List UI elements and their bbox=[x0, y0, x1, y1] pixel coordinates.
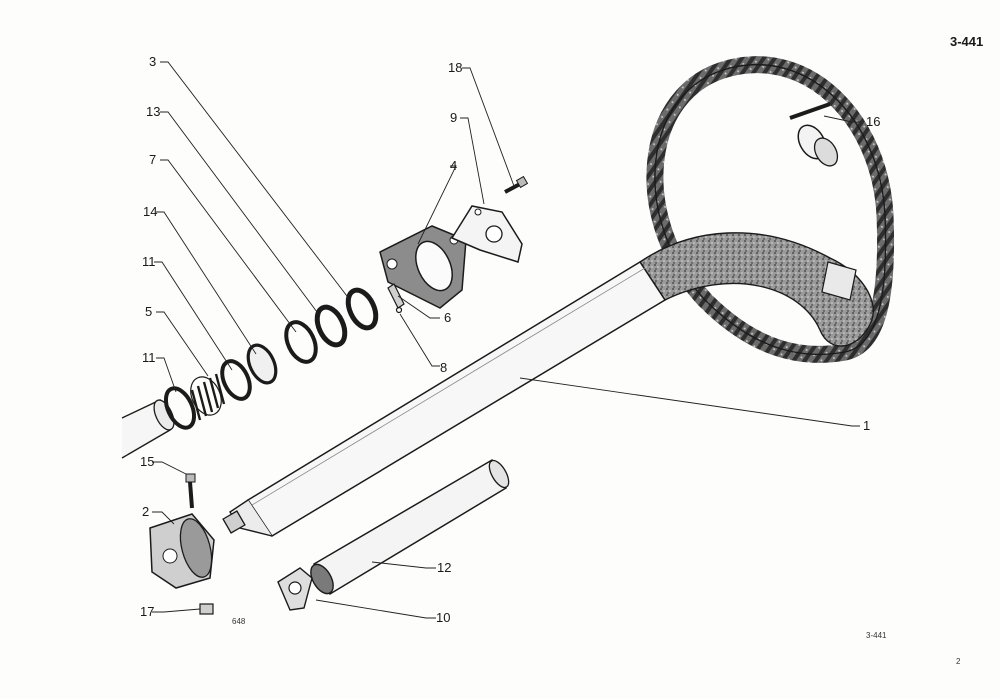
callout-11-lower: 11 bbox=[142, 350, 156, 365]
callout-1: 1 bbox=[863, 418, 870, 433]
callout-6: 6 bbox=[444, 310, 451, 325]
spring-part bbox=[190, 373, 226, 421]
bracket-plate bbox=[450, 205, 523, 263]
callout-11-upper: 11 bbox=[142, 254, 156, 269]
sheet-code-bottom: 3-441 bbox=[866, 631, 887, 640]
callout-8: 8 bbox=[440, 360, 447, 375]
flange-plate bbox=[379, 225, 467, 309]
callout-15: 15 bbox=[140, 454, 154, 469]
callout-labels: 1 2 3 4 5 6 7 8 9 10 11 11 12 13 14 15 1… bbox=[140, 54, 880, 625]
callout-7: 7 bbox=[149, 152, 156, 167]
pin-part bbox=[387, 283, 405, 314]
callout-12: 12 bbox=[437, 560, 451, 575]
clamp-part bbox=[277, 567, 313, 611]
ring-stack bbox=[163, 287, 379, 430]
nut-part bbox=[199, 603, 214, 615]
callout-5: 5 bbox=[145, 304, 152, 319]
leader-lines bbox=[152, 61, 860, 619]
steering-shaft bbox=[222, 260, 667, 538]
callout-16: 16 bbox=[866, 114, 880, 129]
callout-13: 13 bbox=[146, 104, 160, 119]
lower-tube-stub bbox=[121, 399, 175, 459]
callout-17: 17 bbox=[140, 604, 154, 619]
callout-10: 10 bbox=[436, 610, 450, 625]
sheet-code-top: 3-441 bbox=[950, 34, 983, 49]
bolt-vertical bbox=[185, 473, 196, 509]
callout-2: 2 bbox=[142, 504, 149, 519]
housing-part bbox=[149, 513, 215, 589]
steering-wheel bbox=[639, 56, 895, 363]
bolt-part bbox=[504, 175, 529, 194]
callout-14: 14 bbox=[143, 204, 157, 219]
figure-number: 648 bbox=[232, 617, 246, 626]
callout-18: 18 bbox=[448, 60, 462, 75]
page-number: 2 bbox=[956, 657, 961, 666]
callout-3: 3 bbox=[149, 54, 156, 69]
callout-9: 9 bbox=[450, 110, 457, 125]
column-tube bbox=[310, 458, 510, 596]
callout-4: 4 bbox=[450, 158, 457, 173]
